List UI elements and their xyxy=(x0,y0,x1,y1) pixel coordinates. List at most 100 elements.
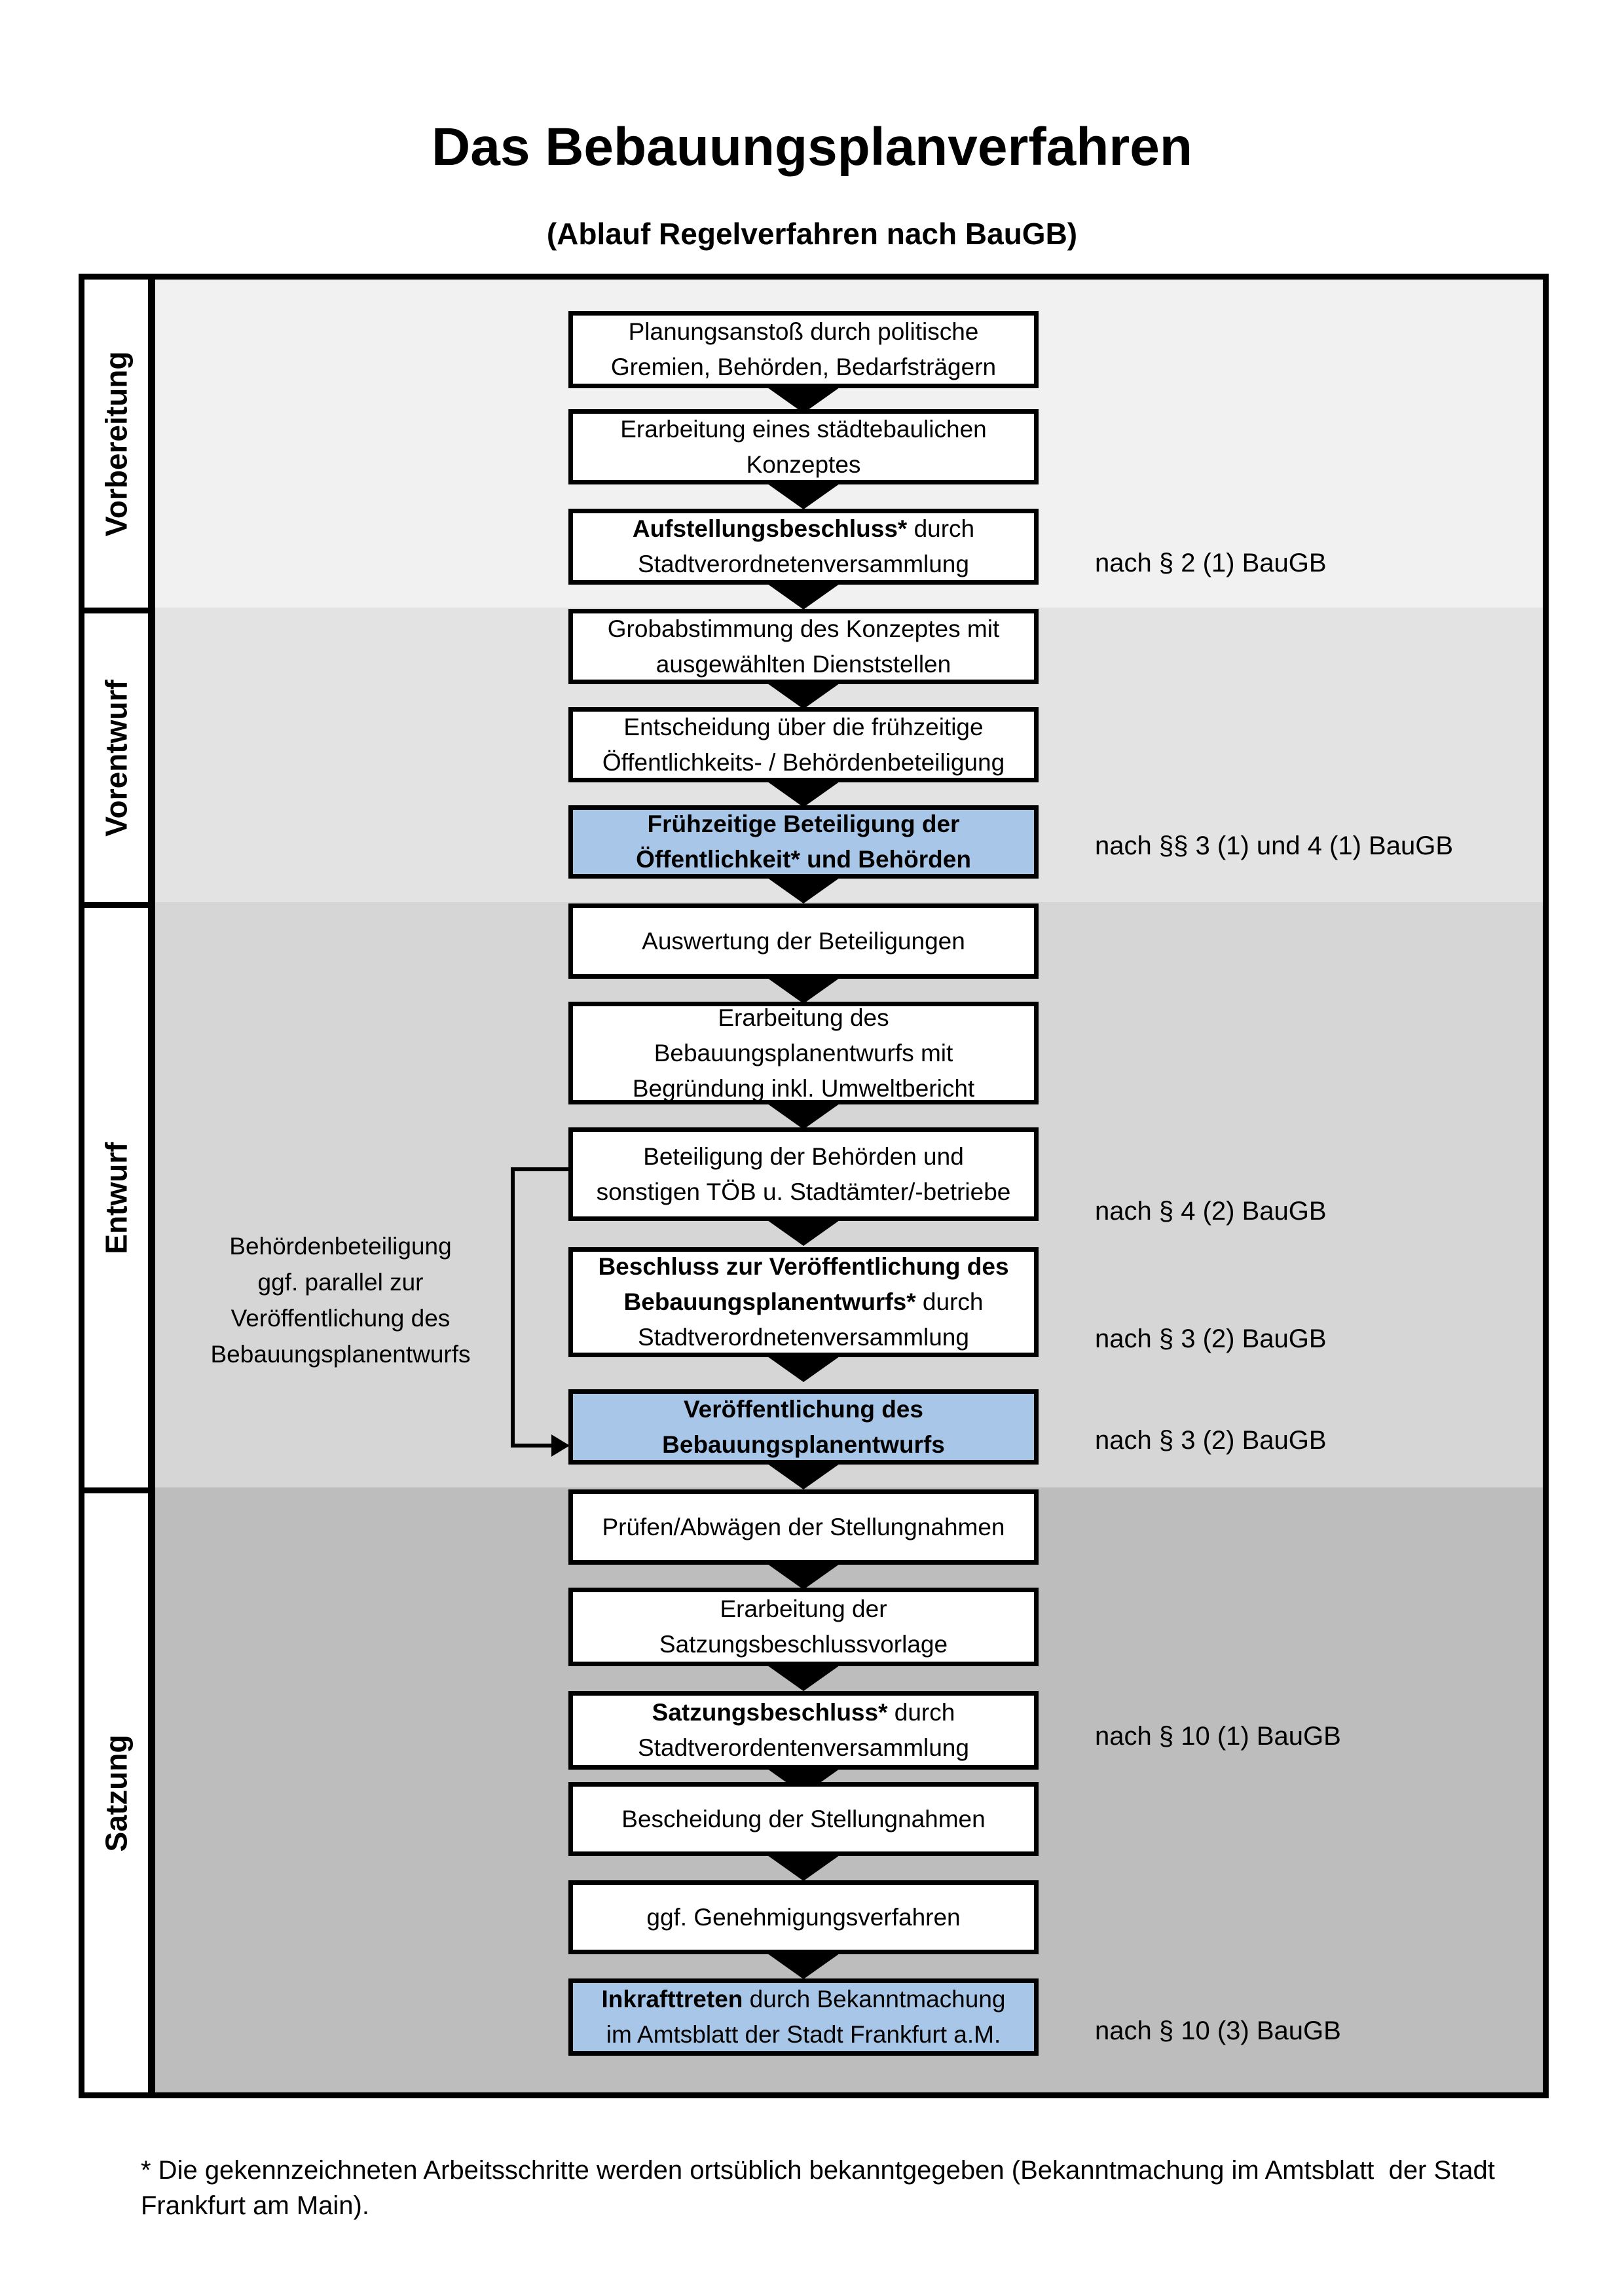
box-text-line: Grobabstimmung des Konzeptes mit xyxy=(607,615,1000,642)
box-text-line: Auswertung der Beteiligungen xyxy=(642,927,965,955)
flow-arrow-icon xyxy=(763,1662,844,1691)
box-text-line: Prüfen/Abwägen der Stellungnahmen xyxy=(602,1513,1005,1540)
box-text-line: Beteiligung der Behörden und xyxy=(643,1142,964,1170)
flow-arrow-icon xyxy=(763,481,844,509)
process-box-genehmigungsverfahren: ggf. Genehmigungsverfahren xyxy=(568,1880,1039,1954)
phase-label-satzung: Satzung xyxy=(99,1734,134,1851)
phase-label-column: Vorbereitung Vorentwurf Entwurf Satzung xyxy=(84,280,155,2092)
box-text-line: Bebauungsplanentwurfs* durch xyxy=(624,1285,984,1320)
box-text-bold: Inkrafttreten xyxy=(601,1986,743,2013)
box-text-line: Planungsanstoß durch politische xyxy=(628,318,979,345)
process-box-veroeffentlichung: Veröffentlichung des Bebauungsplanentwur… xyxy=(568,1389,1039,1465)
legal-ref-veroeffentlichung: nach § 3 (2) BauGB xyxy=(1095,1426,1327,1455)
phase-label-vorentwurf: Vorentwurf xyxy=(99,679,134,837)
box-text-line: Begründung inkl. Umweltbericht xyxy=(632,1074,975,1102)
flow-arrow-icon xyxy=(763,384,844,413)
side-annotation: Behördenbeteiligung ggf. parallel zur Ve… xyxy=(183,1228,498,1372)
box-text-line: Bebauungsplanentwurfs xyxy=(662,1430,945,1458)
phase-label-entwurf: Entwurf xyxy=(99,1141,134,1254)
connector-line-vertical xyxy=(511,1167,515,1448)
process-box-behoerdenbeteiligung: Beteiligung der Behörden und sonstigen T… xyxy=(568,1127,1039,1221)
page-subtitle: (Ablauf Regelverfahren nach BauGB) xyxy=(546,217,1078,251)
box-text-line: Öffentlichkeit* und Behörden xyxy=(636,846,971,873)
box-text-bold: Aufstellungsbeschluss* xyxy=(632,515,908,542)
connector-arrowhead-icon xyxy=(551,1434,570,1457)
flow-arrow-icon xyxy=(763,1217,844,1246)
box-text: durch Bekanntmachung xyxy=(743,1986,1006,2013)
box-text: durch xyxy=(907,515,975,542)
box-text-line: Beschluss zur Veröffentlichung des xyxy=(598,1253,1009,1280)
legal-ref-satzungsbeschluss: nach § 10 (1) BauGB xyxy=(1095,1722,1341,1751)
process-box-bescheidung: Bescheidung der Stellungnahmen xyxy=(568,1782,1039,1856)
box-text-bold: Satzungsbeschluss* xyxy=(652,1699,888,1726)
box-text-line: Erarbeitung eines städtebaulichen xyxy=(620,415,987,443)
legal-ref-fruehzeitige-beteiligung: nach §§ 3 (1) und 4 (1) BauGB xyxy=(1095,831,1453,860)
legal-ref-inkrafttreten: nach § 10 (3) BauGB xyxy=(1095,2016,1341,2045)
box-text-line: Gremien, Behörden, Bedarfsträgern xyxy=(610,354,997,380)
box-text-line: Erarbeitung der xyxy=(720,1595,887,1622)
process-box-entscheidung-beteiligung: Entscheidung über die frühzeitige Öffent… xyxy=(568,707,1039,782)
flow-arrow-icon xyxy=(763,1353,844,1382)
box-text-line: Konzeptes xyxy=(746,450,861,478)
box-text-line: Entscheidung über die frühzeitige xyxy=(623,713,984,740)
box-text-line: Stadtverordnetenversammlung xyxy=(638,551,969,577)
flow-arrow-icon xyxy=(763,1950,844,1979)
connector-line-bottom xyxy=(511,1444,555,1448)
flow-arrow-icon xyxy=(763,975,844,1004)
process-box-pruefen-abwaegen: Prüfen/Abwägen der Stellungnahmen xyxy=(568,1489,1039,1565)
box-text-line: Inkrafttreten durch Bekanntmachung xyxy=(602,1982,1006,2017)
box-text-line: Satzungsbeschlussvorlage xyxy=(659,1631,948,1658)
legal-ref-behoerdenbeteiligung: nach § 4 (2) BauGB xyxy=(1095,1197,1327,1226)
flow-arrow-icon xyxy=(763,1101,844,1129)
process-box-staedtebauliches-konzept: Erarbeitung eines städtebaulichen Konzep… xyxy=(568,409,1039,484)
phase-cell-entwurf: Entwurf xyxy=(84,902,148,1487)
box-text-line: Bebauungsplanentwurfs mit xyxy=(654,1039,953,1066)
flow-arrow-icon xyxy=(763,1461,844,1489)
box-text-line: sonstigen TÖB u. Stadtämter/-betriebe xyxy=(596,1178,1011,1205)
process-box-veroeffentlichungsbeschluss: Beschluss zur Veröffentlichung des Bebau… xyxy=(568,1247,1039,1357)
flow-arrow-icon xyxy=(763,581,844,610)
box-text-line: Bescheidung der Stellungnahmen xyxy=(621,1805,986,1832)
phase-cell-vorbereitung: Vorbereitung xyxy=(84,280,148,608)
flow-arrow-icon xyxy=(763,1561,844,1590)
process-box-planungsanstoss: Planungsanstoß durch politische Gremien,… xyxy=(568,311,1039,388)
phase-label-vorbereitung: Vorbereitung xyxy=(99,351,134,536)
box-text-line: Veröffentlichung des xyxy=(684,1395,923,1423)
box-text-line: Stadtverordentenversammlung xyxy=(638,1734,969,1761)
legal-ref-veroeffentlichungsbeschluss: nach § 3 (2) BauGB xyxy=(1095,1324,1327,1353)
box-text-line: Stadtverordnetenversammlung xyxy=(638,1324,969,1351)
box-text-line: Aufstellungsbeschluss* durch xyxy=(633,511,974,547)
legal-ref-aufstellungsbeschluss: nach § 2 (1) BauGB xyxy=(1095,549,1327,577)
phase-cell-vorentwurf: Vorentwurf xyxy=(84,608,148,902)
box-text: durch xyxy=(915,1288,984,1315)
annotation-line: Bebauungsplanentwurfs xyxy=(210,1341,471,1368)
footnote-line: Frankfurt am Main). xyxy=(141,2191,369,2220)
page-title: Das Bebauungsplanverfahren xyxy=(432,117,1192,177)
annotation-line: Behördenbeteiligung xyxy=(229,1233,452,1260)
flow-arrow-icon xyxy=(763,680,844,709)
box-text-line: ggf. Genehmigungsverfahren xyxy=(646,1903,961,1931)
process-box-erarbeitung-entwurf: Erarbeitung des Bebauungsplanentwurfs mi… xyxy=(568,1002,1039,1104)
process-box-satzungsbeschlussvorlage: Erarbeitung der Satzungsbeschlussvorlage xyxy=(568,1588,1039,1666)
process-box-fruehzeitige-beteiligung: Frühzeitige Beteiligung der Öffentlichke… xyxy=(568,805,1039,879)
process-box-grobabstimmung: Grobabstimmung des Konzeptes mit ausgewä… xyxy=(568,609,1039,684)
footnote-line: * Die gekennzeichneten Arbeitsschritte w… xyxy=(141,2156,1495,2185)
process-box-aufstellungsbeschluss: Aufstellungsbeschluss* durch Stadtverord… xyxy=(568,509,1039,585)
flow-arrow-icon xyxy=(763,875,844,903)
flow-arrow-icon xyxy=(763,778,844,807)
box-text: durch xyxy=(887,1699,955,1726)
process-box-satzungsbeschluss: Satzungsbeschluss* durch Stadtverordente… xyxy=(568,1691,1039,1770)
box-text-line: Satzungsbeschluss* durch xyxy=(652,1695,955,1730)
box-text-line: im Amtsblatt der Stadt Frankfurt a.M. xyxy=(606,2021,1001,2048)
box-text-line: Erarbeitung des xyxy=(718,1004,889,1031)
phase-cell-satzung: Satzung xyxy=(84,1487,148,2092)
process-box-auswertung: Auswertung der Beteiligungen xyxy=(568,903,1039,979)
box-text-line: Frühzeitige Beteiligung der xyxy=(647,811,960,837)
process-box-inkrafttreten: Inkrafttreten durch Bekanntmachung im Am… xyxy=(568,1978,1039,2056)
footnote: * Die gekennzeichneten Arbeitsschritte w… xyxy=(141,2153,1536,2223)
annotation-line: Veröffentlichung des xyxy=(231,1305,451,1332)
box-text-line: ausgewählten Dienststellen xyxy=(655,650,951,678)
connector-line-top xyxy=(511,1167,568,1171)
box-text-bold: Bebauungsplanentwurfs* xyxy=(623,1288,916,1315)
